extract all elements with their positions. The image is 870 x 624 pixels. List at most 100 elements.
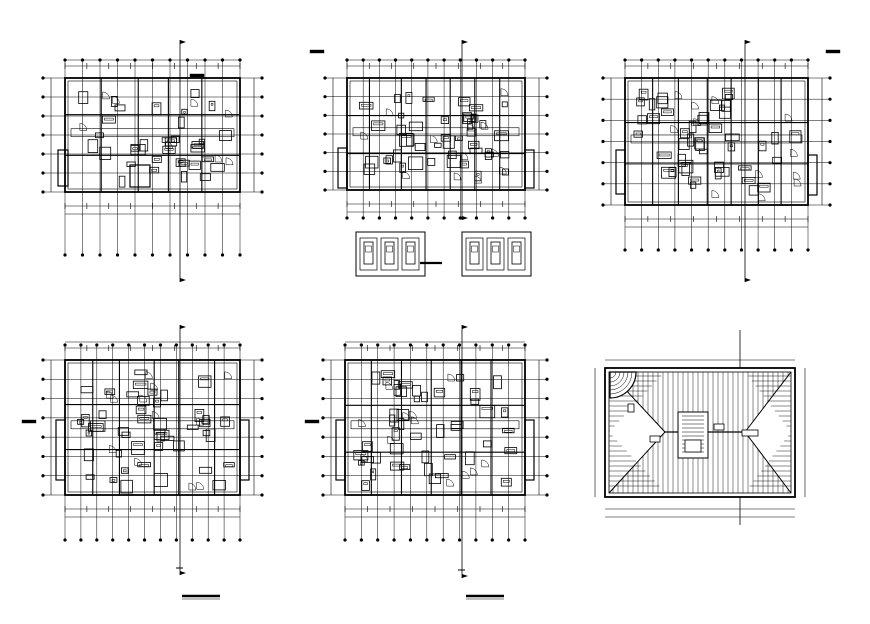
grid-bubble-bottom — [98, 253, 102, 257]
furniture — [469, 147, 483, 154]
grid-bubble-bottom — [345, 216, 349, 220]
furniture — [361, 456, 374, 464]
door-swing — [757, 193, 766, 202]
car-outline — [384, 241, 395, 265]
section-arrow — [180, 325, 186, 329]
furniture — [501, 407, 509, 418]
furniture — [493, 375, 502, 390]
furniture — [657, 92, 668, 105]
fixture — [460, 99, 469, 102]
outer-wall — [64, 77, 241, 193]
furniture — [469, 388, 481, 401]
grid-bubble-right — [545, 396, 549, 401]
grid-bubble-top — [95, 343, 99, 347]
furniture — [365, 155, 379, 169]
grid-bubble-bottom — [63, 538, 67, 542]
furniture — [121, 431, 131, 438]
door-swing — [110, 394, 118, 403]
furniture — [390, 461, 405, 471]
grid-bubble-left — [323, 169, 327, 173]
grid-bubble-right — [545, 358, 549, 362]
grid-bubble-right — [545, 454, 549, 459]
furniture — [688, 120, 697, 133]
section-arrow — [180, 40, 186, 44]
furniture — [414, 142, 426, 151]
furniture — [398, 112, 405, 119]
grid-bubble-left — [601, 76, 605, 80]
corridor — [70, 128, 235, 138]
grid-bubble-bottom — [222, 538, 226, 542]
door-swing — [387, 436, 395, 444]
grid-bubble-left — [321, 474, 325, 478]
furniture — [153, 473, 168, 487]
grid-bubble-right — [545, 95, 549, 99]
furniture — [758, 140, 767, 152]
furniture — [151, 155, 162, 163]
grid-bubble-bottom — [507, 216, 511, 220]
grid-bubble-right — [545, 113, 549, 117]
fixture — [222, 418, 228, 422]
furniture — [450, 423, 462, 431]
furniture — [408, 121, 423, 132]
turret-rafter — [609, 371, 633, 395]
fixture — [424, 98, 433, 102]
furniture — [201, 156, 214, 163]
fixture — [729, 144, 733, 148]
furniture — [135, 405, 147, 415]
furniture — [467, 140, 480, 150]
door-swing — [784, 113, 793, 122]
furniture — [412, 385, 421, 397]
furniture — [117, 427, 129, 436]
grid-bubble-bottom — [773, 248, 777, 252]
grid-bubble-bottom — [343, 538, 347, 542]
furniture — [102, 115, 116, 124]
furniture — [98, 410, 107, 419]
grid-bubble-left — [601, 203, 605, 207]
door-swing — [499, 166, 507, 175]
grid-bubble-bottom — [474, 216, 479, 220]
fixture — [503, 409, 507, 413]
grid-bubble-bottom — [507, 538, 511, 542]
furniture — [502, 427, 515, 434]
grid-bubble-left — [41, 152, 45, 156]
furniture — [391, 427, 400, 441]
furniture — [396, 409, 410, 421]
roof-opening — [713, 423, 725, 431]
grid-bubble-bottom — [789, 248, 793, 252]
fixture — [663, 110, 672, 114]
door-swing — [790, 149, 798, 157]
door-swing — [102, 91, 110, 100]
furniture — [389, 443, 404, 455]
fixture — [106, 390, 113, 394]
grid-bubble-top — [158, 343, 163, 347]
fixture — [791, 132, 800, 136]
parking-block — [355, 231, 426, 277]
grid-bubble-right — [828, 161, 832, 165]
grid-bubble-right — [545, 188, 549, 192]
furniture — [413, 395, 421, 403]
fixture — [90, 425, 102, 428]
grid-bubble-bottom — [474, 538, 478, 542]
fixture — [472, 390, 479, 393]
furniture — [442, 135, 455, 149]
grid-bubble-bottom — [168, 253, 172, 257]
section-arrow — [462, 40, 468, 44]
grid-bubble-bottom — [377, 216, 381, 220]
fixture — [83, 416, 88, 419]
fixture — [496, 132, 507, 136]
panel-tag — [825, 49, 841, 54]
grid-bubble-left — [41, 76, 45, 80]
door-swing — [691, 101, 699, 110]
fixture — [139, 417, 150, 420]
grid-bubble-bottom — [238, 253, 242, 257]
roof-opening — [741, 429, 759, 437]
door-swing — [151, 411, 160, 419]
car-outline — [363, 241, 374, 265]
furniture — [470, 398, 480, 405]
grid-bubble-bottom — [142, 538, 147, 542]
fixture — [364, 443, 371, 446]
furniture — [399, 464, 411, 471]
furniture — [371, 120, 386, 132]
furniture — [467, 118, 474, 130]
furniture — [698, 112, 710, 125]
